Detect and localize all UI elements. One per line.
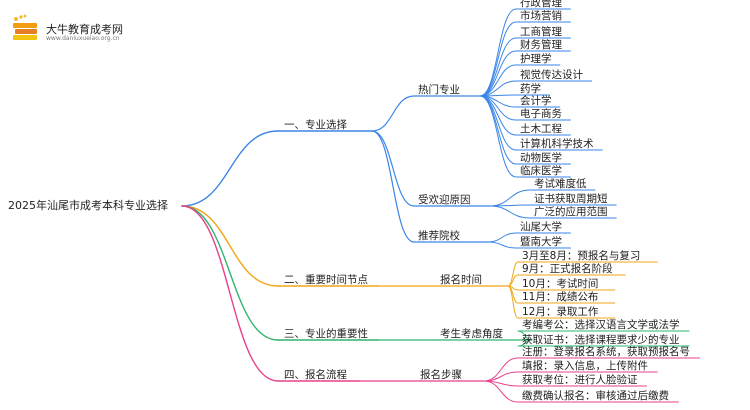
leaf-item: 土木工程 [520,123,562,135]
branch-label: 二、重要时间节点 [284,274,368,286]
leaf-item: 工商管理 [520,26,562,38]
leaf-item: 缴费确认报名：审核通过后缴费 [522,390,669,402]
leaf-connector [479,21,517,97]
leaf-connector [479,50,517,97]
subtopic-label: 受欢迎原因 [418,194,471,206]
leaf-item: 填报：录入信息，上传附件 [522,360,648,372]
leaf-item: 11月：成绩公布 [522,291,599,303]
child-connector [371,130,415,207]
leaf-connector [487,241,517,249]
book-stack-icon [13,14,37,40]
leaf-connector [479,95,517,151]
leaf-connector [479,64,517,97]
leaf-connector [489,205,531,219]
subtopic-label: 热门专业 [418,84,460,96]
leaf-item: 电子商务 [520,108,562,120]
leaf-item: 获取考位：进行人脸验证 [522,374,638,386]
child-connector [371,130,415,243]
leaf-item: 药学 [520,83,541,95]
branch-label: 三、专业的重要性 [284,328,368,340]
branch-connector [181,130,279,207]
leaf-item: 9月：正式报名阶段 [522,263,613,275]
leaf-item: 视觉传达设计 [520,69,583,81]
leaf-connector [507,285,519,319]
root-topic: 2025年汕尾市成考本科专业选择 [8,199,168,212]
leaf-item: 汕尾大学 [520,221,562,233]
leaf-item: 行政管理 [520,0,562,9]
branch-connector [181,205,279,341]
child-connector [371,95,415,132]
leaf-item: 考编考公：选择汉语言文学或法学 [522,319,680,331]
leaf-connector [479,95,517,178]
leaf-connector [507,261,519,287]
leaf-connector [479,8,517,97]
leaf-item: 证书获取周期短 [534,193,608,205]
leaf-item: 获取证书：选择课程要求少的专业 [522,334,680,346]
leaf-item: 临床医学 [520,165,562,177]
branch-label: 一、专业选择 [284,119,347,131]
leaf-connector [487,232,517,243]
leaf-connector [483,371,519,382]
leaf-connector [479,37,517,97]
branch-connector [181,205,279,287]
branch-connector [181,205,279,382]
leaf-item: 计算机科学技术 [520,138,594,150]
subtopic-label: 考生考虑角度 [440,328,503,340]
site-logo: 大牛教育成考网 www.daniuxueiao.org.cn [10,14,140,48]
subtopic-label: 报名步骤 [420,369,462,381]
leaf-connector [483,357,519,382]
leaf-item: 3月至8月：预报名与复习 [522,250,641,262]
leaf-item: 护理学 [520,53,552,65]
leaf-item: 12月：录取工作 [522,306,599,318]
leaf-item: 财务管理 [520,39,562,51]
leaf-item: 考试难度低 [534,178,587,190]
logo-title: 大牛教育成考网 [46,23,123,36]
leaf-item: 市场营销 [520,10,562,22]
leaf-item: 注册：登录报名系统，获取预报名号 [522,346,690,358]
leaf-item: 暨南大学 [520,236,562,248]
subtopic-label: 报名时间 [440,274,482,286]
leaf-item: 广泛的应用范围 [534,206,608,218]
subtopic-label: 推荐院校 [418,230,460,242]
leaf-item: 会计学 [520,95,552,107]
leaf-connector [483,380,519,403]
leaf-item: 10月：考试时间 [522,278,599,290]
leaf-item: 动物医学 [520,152,562,164]
logo-subtitle: www.daniuxueiao.org.cn [46,35,120,42]
leaf-connector [489,189,531,207]
branch-label: 四、报名流程 [284,369,347,381]
